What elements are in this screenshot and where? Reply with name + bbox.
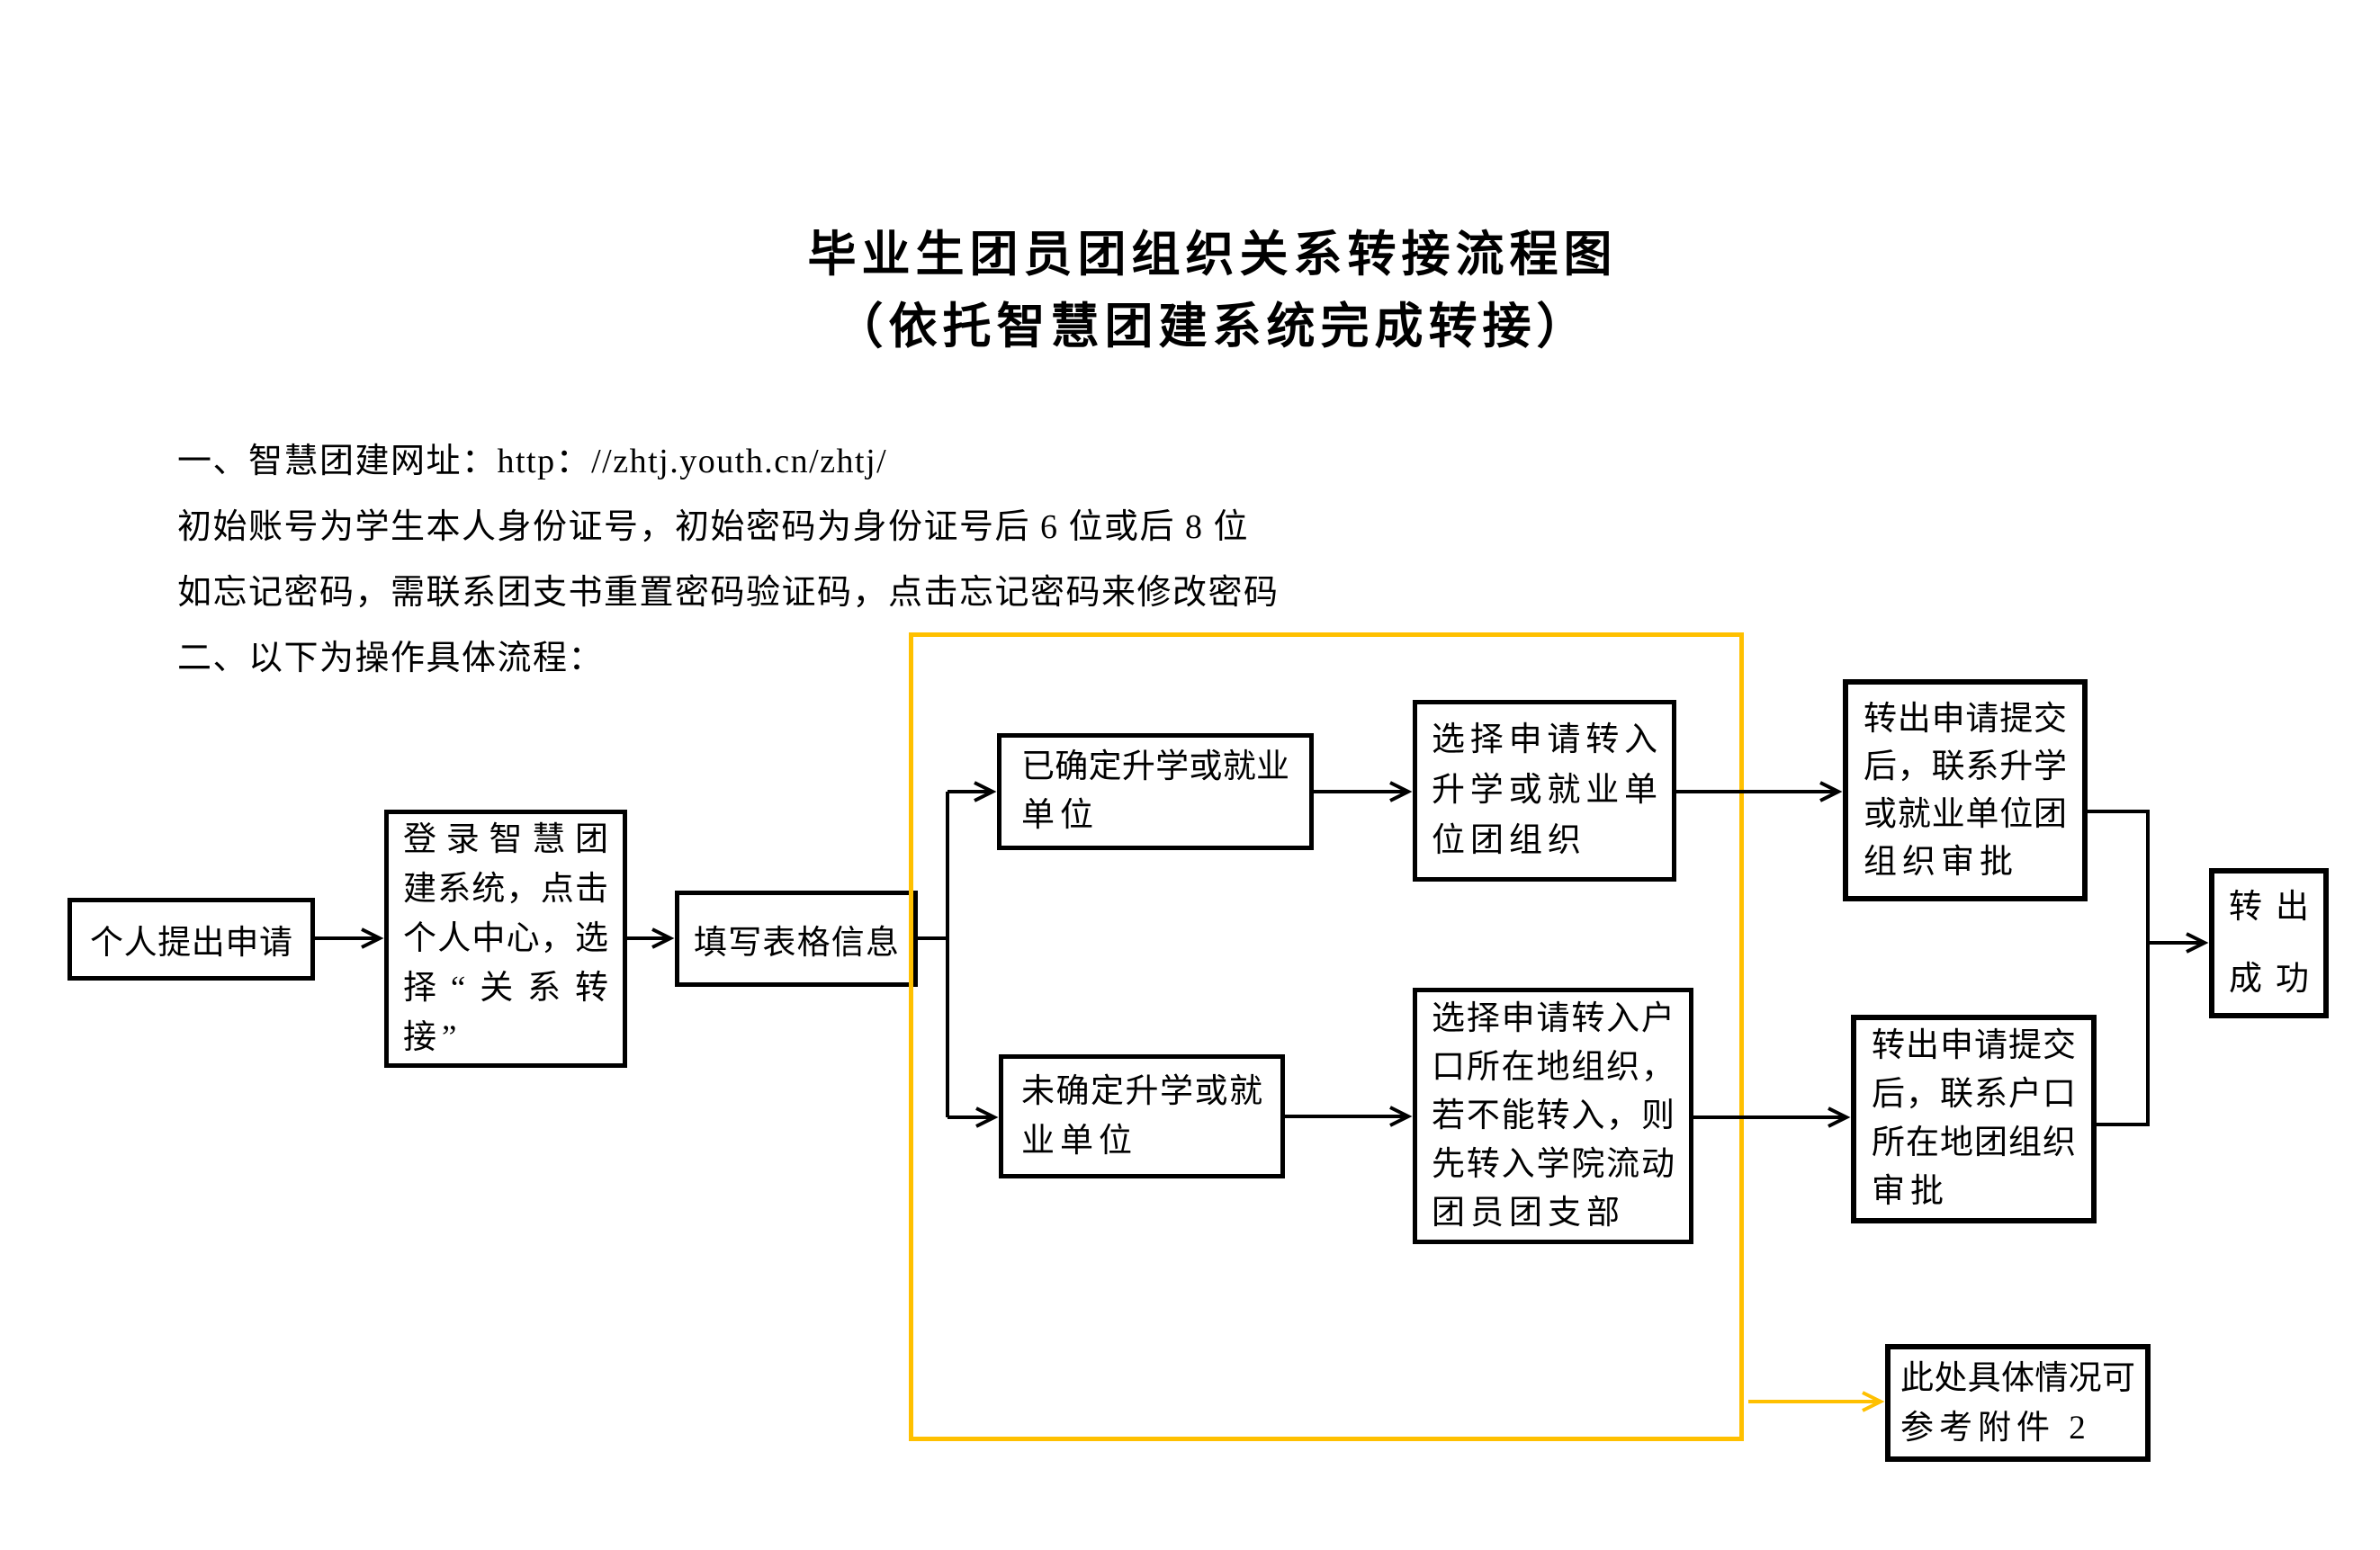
title-line-1: 毕业生团员团组织关系转接流程图 [807,228,1618,282]
node-unconfirmed-line-1: 未确定升学或就 [1021,1073,1262,1110]
flow-node-outgoing-hukou-approval: 转出申请提交 后，联系户口 所在地团组织 审批 [1851,1015,2097,1223]
node-out-unit-line-3: 或就业单位团 [1864,795,2067,833]
node-login-line-4: 择“关系转 [403,970,608,1007]
node-choose-unit-line-1: 选择申请转入 [1432,721,1657,758]
node-note-line-1: 此处具体情况可 [1900,1359,2135,1397]
node-login-line-2: 建系统，点击 [403,871,608,908]
intro-line-4: 二、以下为操作具体流程： [177,640,605,677]
node-choose-unit-line-3: 位团组织 [1432,822,1586,859]
flow-node-apply: 个人提出申请 [67,898,315,981]
flow-node-outgoing-unit-approval: 转出申请提交 后，联系升学 或就业单位团 组织审批 [1843,679,2088,901]
flow-node-transfer-success: 转出 成功 [2209,868,2329,1018]
flow-node-choose-unit-org: 选择申请转入 升学或就业单 位团组织 [1413,700,1676,882]
node-choose-unit-line-2: 升学或就业单 [1432,772,1657,809]
node-success-line-1: 转出 [2229,888,2309,926]
flow-node-fill-form: 填写表格信息 [675,891,918,987]
node-choose-hukou-line-2: 口所在地组织， [1432,1048,1675,1086]
flow-node-confirmed-unit: 已确定升学或就业 单位 [997,733,1314,850]
node-out-hukou-line-3: 所在地团组织 [1872,1124,2076,1161]
intro-line-3: 如忘记密码，需联系团支书重置密码验证码，点击忘记密码来修改密码 [177,574,1280,612]
node-apply-line-1: 个人提出申请 [90,925,292,962]
node-out-hukou-line-2: 后，联系户口 [1872,1076,2076,1113]
node-confirmed-line-2: 单位 [1021,797,1099,834]
node-login-line-3: 个人中心，选 [403,920,608,957]
flow-node-unconfirmed-unit: 未确定升学或就 业单位 [999,1054,1285,1178]
node-choose-hukou-line-5: 团员团支部 [1432,1194,1625,1232]
title-line-2: （依托智慧团建系统完成转接） [834,300,1591,354]
node-choose-hukou-line-3: 若不能转入，则 [1432,1097,1675,1134]
flow-node-login: 登录智慧团 建系统，点击 个人中心，选 择“关系转 接” [384,810,627,1068]
node-choose-hukou-line-1: 选择申请转入户 [1432,999,1675,1037]
node-choose-hukou-line-4: 先转入学院流动 [1432,1145,1675,1183]
node-unconfirmed-line-2: 业单位 [1021,1123,1137,1160]
intro-line-1: 一、智慧团建网址：http：//zhtj.youth.cn/zhtj/ [177,443,888,480]
node-fill-line-1: 填写表格信息 [694,924,899,962]
flow-node-note-attachment: 此处具体情况可 参考附件 2 [1885,1344,2151,1462]
node-note-line-2: 参考附件 2 [1900,1409,2091,1447]
node-login-line-5: 接” [403,1019,463,1056]
node-success-line-2: 成功 [2229,960,2309,998]
intro-paragraph: 一、智慧团建网址：http：//zhtj.youth.cn/zhtj/ 初始账号… [177,429,1280,692]
node-login-line-1: 登录智慧团 [403,821,608,858]
page-title: 毕业生团员团组织关系转接流程图 （依托智慧团建系统完成转接） [808,219,1618,363]
node-out-unit-line-1: 转出申请提交 [1864,700,2067,738]
flow-node-choose-hukou-org: 选择申请转入户 口所在地组织， 若不能转入，则 先转入学院流动 团员团支部 [1413,988,1693,1244]
node-out-unit-line-2: 后，联系升学 [1864,748,2067,785]
node-out-hukou-line-1: 转出申请提交 [1872,1027,2076,1064]
intro-line-2: 初始账号为学生本人身份证号，初始密码为身份证号后 6 位或后 8 位 [177,508,1250,546]
node-out-hukou-line-4: 审批 [1872,1173,1949,1210]
node-confirmed-line-1: 已确定升学或就业 [1021,748,1289,785]
node-out-unit-line-4: 组织审批 [1864,843,2018,881]
